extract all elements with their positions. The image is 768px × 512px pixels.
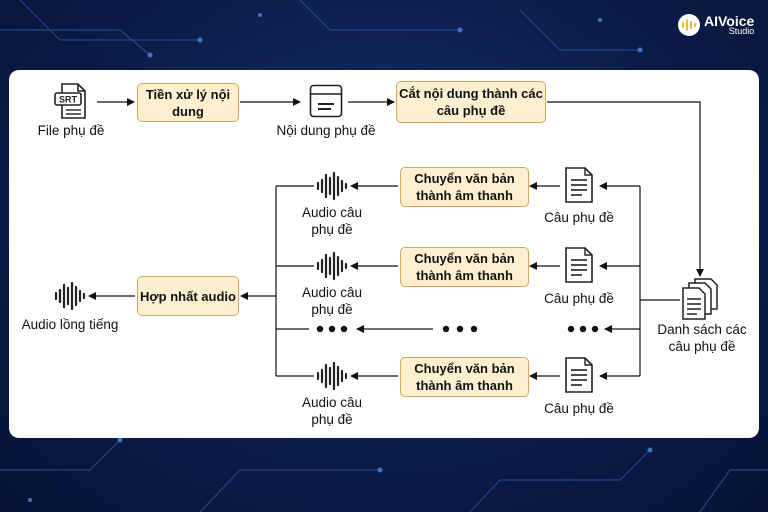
srt-icon-text: SRT (59, 95, 78, 105)
label-sentence-1: Câu phụ đề (544, 210, 614, 225)
label-sentence-3: Câu phụ đề (544, 401, 614, 416)
brand-name: AIVoice (704, 13, 755, 29)
ellipsis-dot (456, 325, 464, 333)
waveform-icon (316, 171, 348, 201)
label-audio-1: Audio câu phụ đề (301, 205, 363, 237)
step-merge: Hợp nhất audio (137, 276, 239, 316)
ellipsis-icon (316, 325, 599, 333)
brand-logo: AIVoice Studio (678, 14, 754, 36)
step-tts-1: Chuyển văn bản thành âm thanh (400, 167, 529, 207)
text-document-icon (309, 84, 343, 118)
step-tts-2: Chuyển văn bản thành âm thanh (400, 247, 529, 287)
label-file: File phụ đề (37, 123, 105, 138)
diagram-connectors (88, 98, 704, 380)
ellipsis-dot (442, 325, 450, 333)
ellipsis-dot (340, 325, 348, 333)
document-icon (565, 247, 593, 283)
srt-file-icon: SRT (54, 83, 86, 119)
label-list: Danh sách các câu phụ đề (657, 322, 747, 354)
document-icon (565, 357, 593, 393)
diagram-panel: SRT (9, 70, 759, 438)
ellipsis-dot (591, 325, 599, 333)
waveform-icon (316, 251, 348, 281)
label-dubbed-audio: Audio lồng tiếng (21, 317, 119, 332)
stacked-documents-icon (682, 278, 718, 320)
document-icon (565, 167, 593, 203)
ellipsis-dot (470, 325, 478, 333)
label-audio-2: Audio câu phụ đề (301, 285, 363, 317)
label-audio-3: Audio câu phụ đề (301, 395, 363, 427)
ellipsis-dot (579, 325, 587, 333)
ellipsis-dot (328, 325, 336, 333)
logo-waveform-icon (678, 14, 700, 36)
ellipsis-dot (567, 325, 575, 333)
step-tts-3: Chuyển văn bản thành âm thanh (400, 357, 529, 397)
waveform-icon (54, 281, 86, 311)
step-preprocess: Tiền xử lý nội dung (137, 83, 239, 122)
ellipsis-dot (316, 325, 324, 333)
waveform-icon (316, 361, 348, 391)
arrow-split-to-list (547, 101, 704, 277)
brand-sub: Studio (728, 26, 755, 36)
label-sentence-2: Câu phụ đề (544, 291, 614, 306)
step-split: Cắt nội dung thành các câu phụ đề (396, 81, 546, 123)
label-content: Nội dung phụ đề (276, 123, 376, 138)
